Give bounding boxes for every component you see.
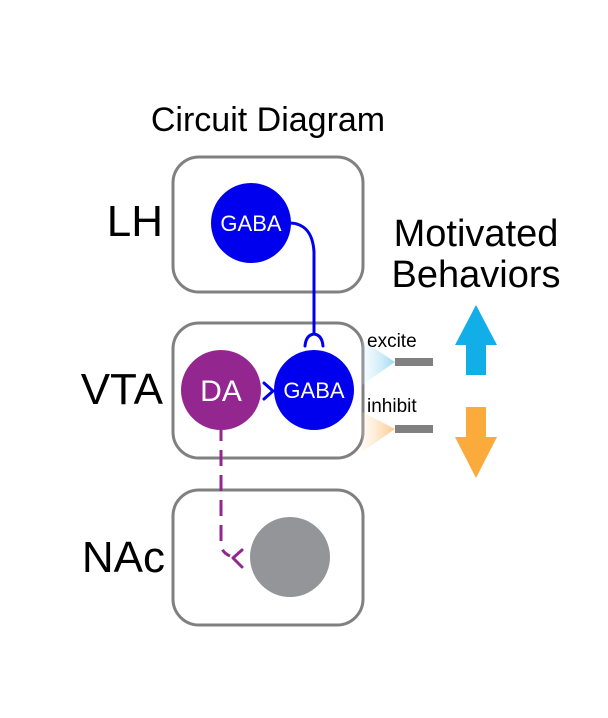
arrow-up-icon	[455, 305, 497, 375]
da-synapse-terminal	[231, 548, 244, 569]
lh-gaba-axon	[288, 221, 316, 335]
lh-region-box	[171, 155, 365, 294]
da-to-gaba-terminal	[262, 381, 275, 401]
lh-gaba-synapse-terminal	[303, 332, 325, 348]
lh-gaba-neuron	[211, 183, 291, 263]
vta-da-label: DA	[200, 375, 242, 408]
nac-region-box	[171, 488, 365, 627]
vta-region-box	[171, 321, 365, 460]
vta-gaba-neuron	[274, 350, 354, 430]
region-label-vta: VTA	[81, 365, 164, 414]
region-label-nac: NAc	[82, 533, 165, 582]
lh-gaba-label: GABA	[220, 211, 281, 236]
behaviors-title-line1: Motivated	[394, 213, 559, 255]
vta-gaba-label: GABA	[283, 378, 344, 403]
diagram-title: Circuit Diagram	[151, 101, 385, 139]
arrow-down-icon	[455, 407, 497, 478]
inhibit-electrode	[395, 425, 433, 433]
excite-electrode	[395, 358, 433, 366]
region-label-lh: LH	[107, 197, 163, 246]
inhibit-light-cone	[362, 412, 395, 452]
excite-light-cone	[362, 340, 395, 385]
inhibit-label: inhibit	[367, 396, 417, 417]
behaviors-title-line2: Behaviors	[392, 254, 561, 296]
da-dashed-axon	[219, 425, 231, 558]
vta-da-neuron	[181, 350, 261, 430]
nac-neuron	[250, 517, 330, 597]
excite-label: excite	[367, 331, 417, 352]
